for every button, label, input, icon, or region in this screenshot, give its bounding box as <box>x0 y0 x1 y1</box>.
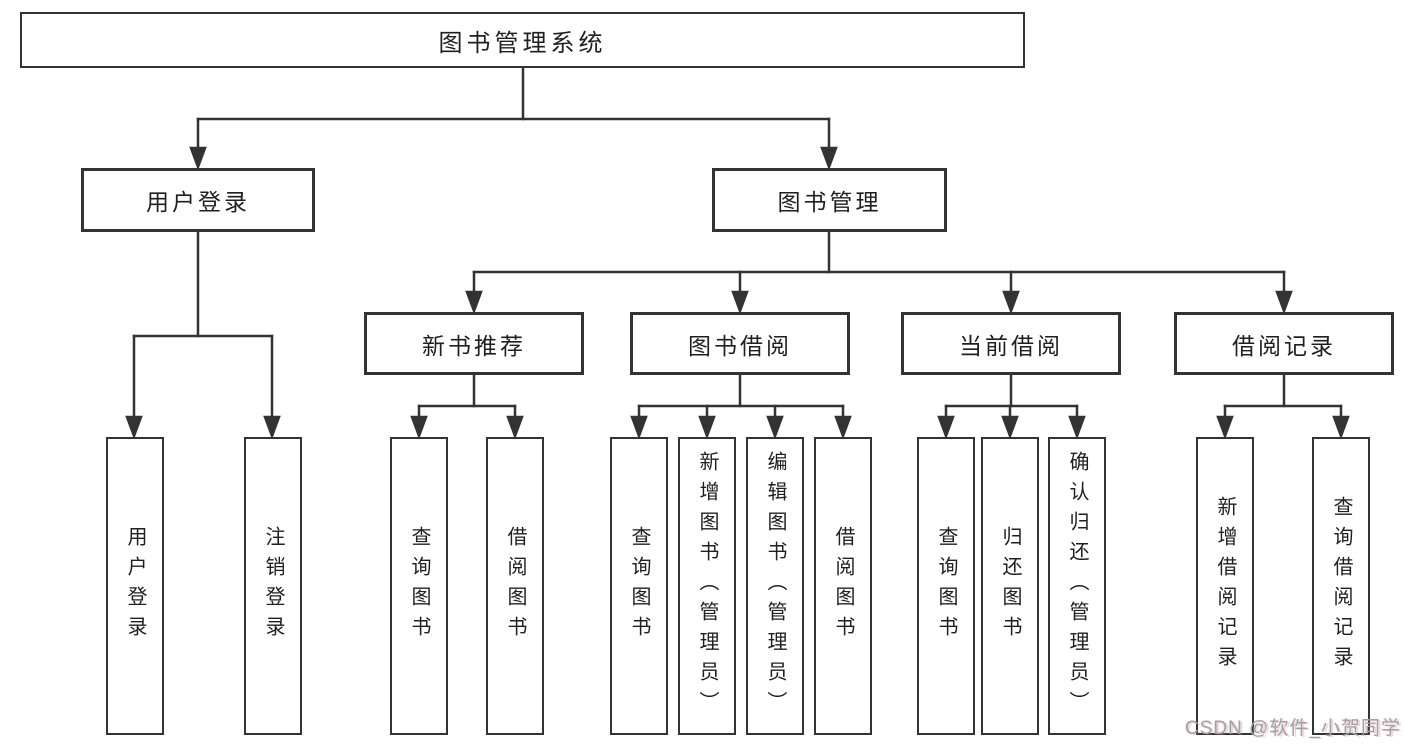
arrowhead-icon <box>410 415 428 440</box>
connector-new-book-recommend-to-leaves <box>410 373 524 440</box>
node-current-borrow-label: 当前借阅 <box>959 332 1063 359</box>
connector-user-login-to-leaves <box>125 230 281 440</box>
leaf-confirm-return-admin: 确认归还（管理员） <box>1048 437 1106 735</box>
node-new-book-recommend-label: 新书推荐 <box>422 332 526 359</box>
connector-root-to-level2 <box>189 66 838 171</box>
arrowhead-icon <box>1001 415 1019 440</box>
leaf-edit-book-admin: 编辑图书（管理员） <box>746 437 804 735</box>
leaf-borrow-query-book-label: 查询图书 <box>628 526 650 646</box>
leaf-query-borrow-record-label: 查询借阅记录 <box>1330 496 1352 676</box>
node-user-login-label: 用户登录 <box>146 189 250 215</box>
node-book-borrow: 图书借阅 <box>630 312 850 375</box>
node-borrow-records: 借阅记录 <box>1174 312 1394 375</box>
arrowhead-icon <box>1002 290 1020 315</box>
connector-current-borrow-to-leaves <box>937 373 1086 440</box>
leaf-logout: 注销登录 <box>244 437 302 735</box>
leaf-recommend-borrow-book: 借阅图书 <box>486 437 544 735</box>
leaf-current-query-book: 查询图书 <box>917 437 975 735</box>
node-book-borrow-label: 图书借阅 <box>688 332 792 359</box>
leaf-logout-label: 注销登录 <box>262 526 284 646</box>
leaf-add-borrow-record: 新增借阅记录 <box>1196 437 1254 735</box>
arrowhead-icon <box>820 146 838 171</box>
connector-borrow-records-to-leaves <box>1216 373 1350 440</box>
arrowhead-icon <box>1068 415 1086 440</box>
leaf-recommend-borrow-book-label: 借阅图书 <box>504 526 526 646</box>
leaf-borrow-book-label: 借阅图书 <box>832 526 854 646</box>
leaf-borrow-book: 借阅图书 <box>814 437 872 735</box>
leaf-return-book-label: 归还图书 <box>999 526 1021 646</box>
node-borrow-records-label: 借阅记录 <box>1232 332 1336 359</box>
leaf-return-book: 归还图书 <box>981 437 1039 735</box>
leaf-borrow-query-book: 查询图书 <box>610 437 668 735</box>
leaf-user-login: 用户登录 <box>106 437 164 735</box>
arrowhead-icon <box>1332 415 1350 440</box>
arrowhead-icon <box>1216 415 1234 440</box>
node-book-management: 图书管理 <box>712 168 947 232</box>
arrowhead-icon <box>766 415 784 440</box>
node-new-book-recommend: 新书推荐 <box>364 312 584 375</box>
leaf-query-borrow-record: 查询借阅记录 <box>1312 437 1370 735</box>
arrowhead-icon <box>630 415 648 440</box>
node-root-label: 图书管理系统 <box>438 29 607 57</box>
leaf-recommend-query-book: 查询图书 <box>390 437 448 735</box>
leaf-edit-book-admin-label: 编辑图书（管理员） <box>764 451 786 721</box>
arrowhead-icon <box>263 415 281 440</box>
leaf-current-query-book-label: 查询图书 <box>935 526 957 646</box>
leaf-add-book-admin: 新增图书（管理员） <box>678 437 736 735</box>
arrowhead-icon <box>465 290 483 315</box>
node-root: 图书管理系统 <box>20 12 1025 68</box>
node-user-login: 用户登录 <box>81 168 315 232</box>
arrowhead-icon <box>1275 290 1293 315</box>
arrowhead-icon <box>125 415 143 440</box>
arrowhead-icon <box>189 146 207 171</box>
arrowhead-icon <box>698 415 716 440</box>
arrowhead-icon <box>506 415 524 440</box>
connector-book-borrow-to-leaves <box>630 373 852 440</box>
leaf-user-login-label: 用户登录 <box>124 526 146 646</box>
leaf-confirm-return-admin-label: 确认归还（管理员） <box>1066 451 1088 721</box>
csdn-watermark: CSDN @软件_小贺同学 <box>1185 718 1401 739</box>
node-book-management-label: 图书管理 <box>777 189 882 215</box>
leaf-add-book-admin-label: 新增图书（管理员） <box>696 451 718 721</box>
node-current-borrow: 当前借阅 <box>901 312 1121 375</box>
arrowhead-icon <box>731 290 749 315</box>
arrowhead-icon <box>937 415 955 440</box>
leaf-recommend-query-book-label: 查询图书 <box>408 526 430 646</box>
connector-book-management-to-level3 <box>465 230 1293 315</box>
leaf-add-borrow-record-label: 新增借阅记录 <box>1214 496 1236 676</box>
arrowhead-icon <box>834 415 852 440</box>
